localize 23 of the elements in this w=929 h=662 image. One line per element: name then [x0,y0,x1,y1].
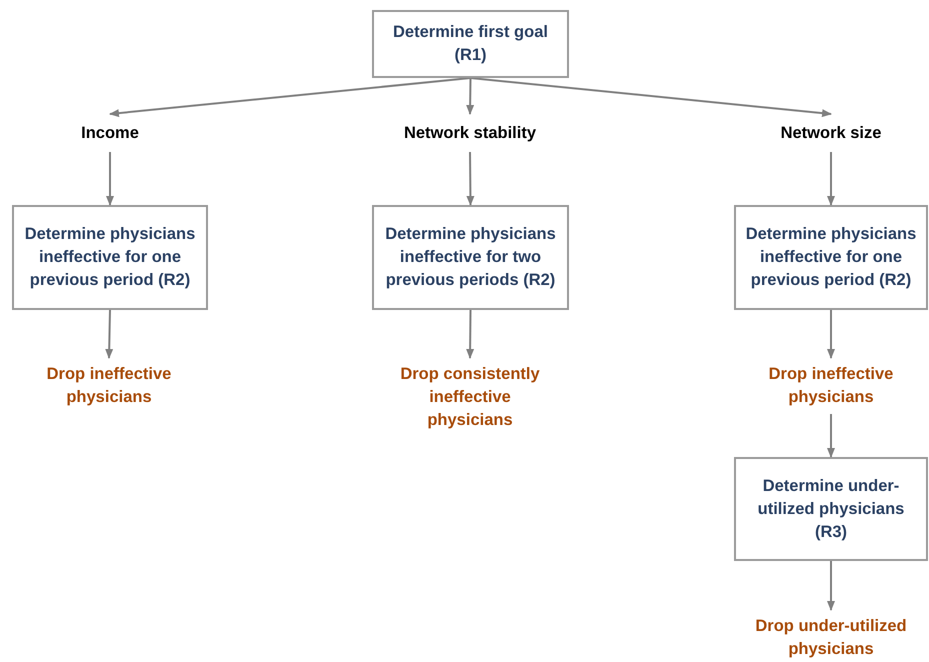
process-box: Determine under-utilized physicians (R3) [734,457,928,561]
arrow [827,152,835,206]
process-box: Determine physicians ineffective for one previous period (R2) [734,205,928,310]
arrow [466,152,474,206]
action-label: Drop ineffective physicians [30,362,188,410]
arrow [109,77,471,118]
process-box: Determine physicians ineffective for two previous periods (R2) [372,205,569,310]
action-label: Drop consistently ineffective physicians [385,362,555,432]
arrow [106,152,114,206]
action-label: Drop under-utilized physicians [745,614,917,662]
goal-label: Network size [750,120,912,146]
goal-label: Income [40,120,180,146]
arrow [466,310,474,359]
arrow [827,414,835,458]
arrow [466,78,474,115]
arrow [827,561,835,611]
arrow [827,310,835,359]
process-box: Determine first goal (R1) [372,10,569,78]
arrow [470,77,832,118]
goal-label: Network stability [380,120,560,146]
action-label: Drop ineffective physicians [752,362,910,410]
process-box: Determine physicians ineffective for one previous period (R2) [12,205,208,310]
arrow [105,310,114,359]
